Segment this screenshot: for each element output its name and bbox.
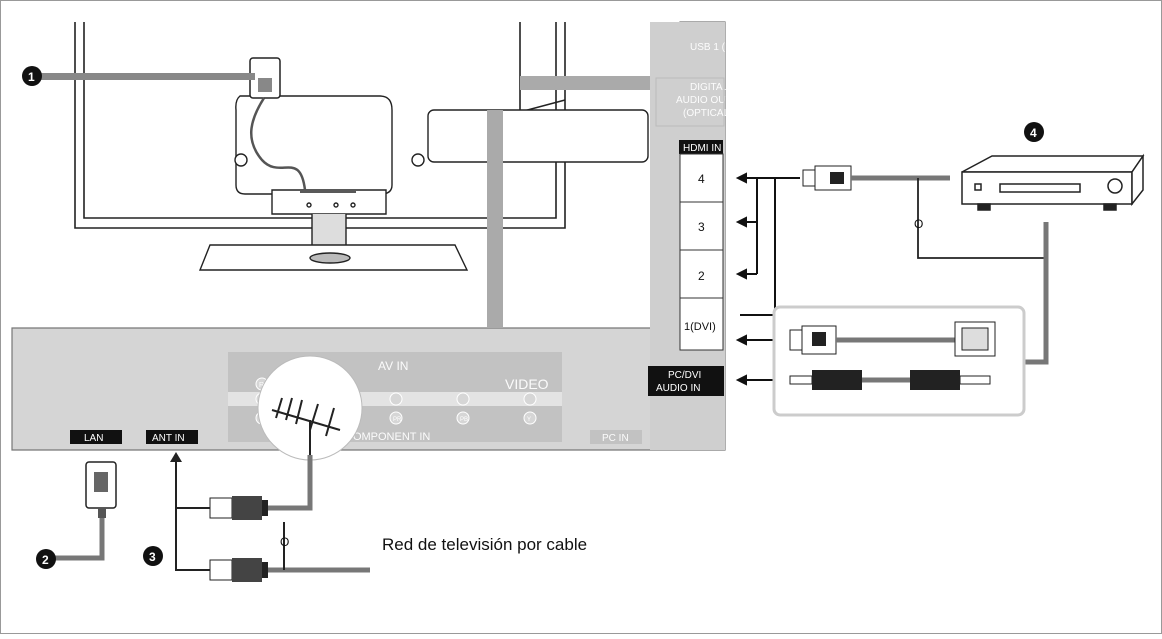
hdmi-in-badge — [679, 140, 723, 154]
cable-network-label: Red de televisión por cable — [382, 535, 587, 554]
coax-connector-top — [209, 496, 268, 520]
callout-4-badge: 4 — [1024, 122, 1044, 142]
coax-connector-bottom — [209, 558, 268, 582]
lan-label: LAN — [84, 433, 103, 444]
digital-audio-label-1: DIGITAL — [690, 82, 729, 93]
hdmi-port-4: 4 — [698, 172, 705, 186]
hdmi-port-3: 3 — [698, 220, 705, 234]
lan-cable — [55, 518, 105, 561]
hdmi-arrows — [735, 172, 800, 386]
or-label-bottom: O — [280, 535, 289, 549]
pc-dvi-audio-badge — [648, 366, 724, 396]
jack-y-label: Y — [527, 417, 531, 423]
svg-text:4: 4 — [1030, 126, 1037, 140]
callout-1-line — [30, 73, 255, 80]
av-in-label: AV IN — [378, 359, 408, 373]
hdmi-cable — [802, 165, 950, 191]
antenna-icon — [271, 397, 341, 460]
tv-stand — [198, 95, 469, 271]
dvi-cable — [789, 321, 996, 357]
hdmi-ports — [679, 153, 724, 351]
pc-in-label: PC IN — [602, 433, 629, 444]
svg-text:1: 1 — [28, 70, 35, 84]
cable-bar — [487, 110, 503, 328]
ant-arrow — [170, 452, 182, 462]
ant-line — [175, 454, 210, 571]
video-label: VIDEO — [505, 376, 549, 392]
pc-in-badge — [590, 430, 642, 444]
pc-dvi-label-2: AUDIO IN — [656, 383, 700, 394]
power-adapter — [249, 57, 307, 191]
usb-label: USB 1 (HDD) — [690, 42, 750, 53]
antenna-cable — [268, 455, 313, 511]
or-label-top: O — [914, 217, 923, 231]
dvd-player — [961, 153, 1145, 211]
callout-3-badge: 3 — [143, 546, 163, 566]
callout-2-badge: 2 — [36, 549, 56, 569]
hdmi-port-1-dvi: 1(DVI) — [684, 321, 716, 333]
or-connector-line-right — [917, 178, 1046, 259]
pc-dvi-label-1: PC/DVI — [668, 370, 701, 381]
svg-text:2: 2 — [42, 553, 49, 567]
cable-bar-top — [520, 76, 650, 90]
ant-in-label: ANT IN — [152, 433, 185, 444]
dvd-output-cable — [1025, 222, 1049, 365]
jack-r-label: R — [259, 382, 264, 389]
lan-badge — [70, 430, 122, 444]
digital-audio-label-3: (OPTICAL) — [683, 108, 732, 119]
ant-in-badge — [146, 430, 198, 444]
lan-plug — [85, 461, 117, 518]
component-in-label: COMPONENT IN — [345, 431, 430, 443]
callout-1-badge: 1 — [22, 66, 42, 86]
digital-audio-box — [655, 77, 725, 127]
jack-pr-label: PR — [393, 417, 402, 423]
hdmi-port-2: 2 — [698, 269, 705, 283]
jack-pb-label: PB — [460, 417, 468, 423]
audio-cable — [789, 370, 991, 390]
side-box — [427, 109, 649, 163]
svg-text:3: 3 — [149, 550, 156, 564]
hdmi-in-label: HDMI IN — [683, 143, 721, 154]
digital-audio-label-2: AUDIO OUT — [676, 95, 732, 106]
